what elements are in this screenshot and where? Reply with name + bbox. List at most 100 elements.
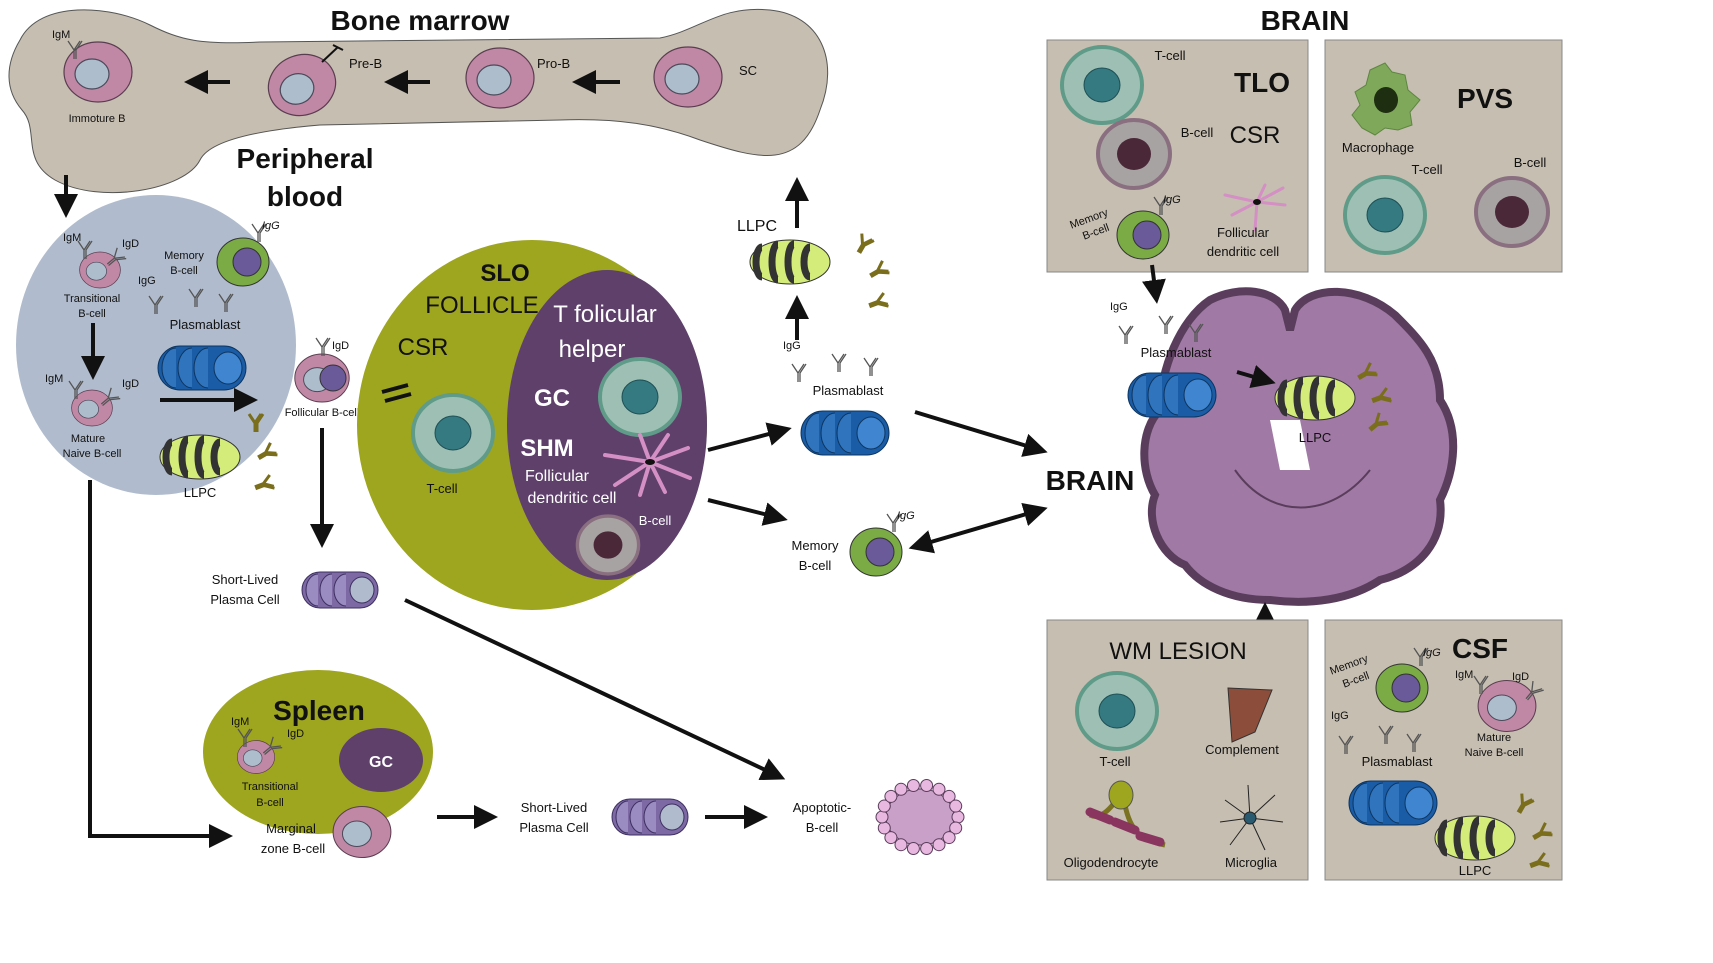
plasmablast-cell xyxy=(1127,372,1217,418)
microglia-label: Microglia xyxy=(1225,855,1278,870)
arrow xyxy=(707,498,788,526)
marginal-zone-b-cell xyxy=(332,805,392,859)
follicular-path: IgD Follicular B-cell Short-Lived Plasma… xyxy=(210,337,786,781)
llpc-label: LLPC xyxy=(184,485,217,500)
slo-csr-label: CSR xyxy=(398,334,449,361)
apoptotic-bleb xyxy=(949,799,963,813)
apoptotic-b-cell-icon xyxy=(875,778,965,856)
slo-title: SLO xyxy=(480,260,529,287)
plasmablast-label: Plasmablast xyxy=(170,317,241,332)
stem-cell xyxy=(653,46,723,108)
fdc-label-1: Follicular xyxy=(525,468,590,485)
antibody-icon xyxy=(865,259,891,284)
apoptotic-bleb xyxy=(906,778,920,792)
brain-llpc-label: LLPC xyxy=(1299,430,1332,445)
spleen-transitional-1: Transitional xyxy=(242,781,298,793)
follicle-label: FOLLICLE xyxy=(425,292,538,319)
tfh-cell xyxy=(598,357,682,437)
spleen-igd-label: IgD xyxy=(287,728,304,740)
llpc-cell xyxy=(160,435,240,479)
brain-title: BRAIN xyxy=(1261,5,1350,36)
mature-label-2: Naive B-cell xyxy=(63,448,122,460)
csf-igg2-label: IgG xyxy=(1331,710,1349,722)
b-cell xyxy=(1474,176,1550,248)
slo-t-cell xyxy=(411,393,495,473)
double-arrow xyxy=(908,502,1048,554)
apoptotic-bleb xyxy=(951,810,965,824)
apoptotic-bleb xyxy=(920,842,934,856)
apoptotic-bleb xyxy=(894,838,908,852)
memory-b-cell xyxy=(216,237,270,287)
memory-b-cell xyxy=(1116,210,1170,260)
short-lived-label-2: Plasma Cell xyxy=(519,820,588,835)
antibody-icon xyxy=(865,291,890,314)
apoptotic-bleb xyxy=(894,782,908,796)
fdc-label-2: dendritic cell xyxy=(528,490,617,507)
apoptotic-bleb xyxy=(906,842,920,856)
gc-label: GC xyxy=(534,385,570,412)
igm-label: IgM xyxy=(63,232,81,244)
middle-flow: Plasmablast IgG LLPC IgG Memory B-cell B… xyxy=(707,177,1134,577)
arrow xyxy=(707,422,792,452)
pvs-title: PVS xyxy=(1457,83,1513,114)
csf-plasmablast-label: Plasmablast xyxy=(1362,754,1433,769)
follicular-nucleus xyxy=(319,364,347,392)
pro-b-cell xyxy=(465,47,535,109)
igg-label: IgG xyxy=(138,275,156,287)
pvs-b-cell-label: B-cell xyxy=(1514,155,1547,170)
complement-icon xyxy=(1227,687,1273,743)
slo-t-cell-label: T-cell xyxy=(426,481,457,496)
antibody-icon xyxy=(851,232,876,258)
slo-follicle: SLO FOLLICLE CSR T folicular helper GC S… xyxy=(357,240,707,610)
t-cell xyxy=(1075,671,1159,751)
ventricle xyxy=(1270,420,1310,470)
brain-plasmablast-label: Plasmablast xyxy=(1141,345,1212,360)
csf-mature-2: Naive B-cell xyxy=(1465,747,1524,759)
t-cell xyxy=(1060,45,1144,125)
memory-label-1: Memory xyxy=(792,538,839,553)
memory-igg-label: IgG xyxy=(897,510,915,522)
follicular-dendritic-cell-icon xyxy=(603,433,692,497)
tlo-panel: TLO CSR T-cell B-cell IgG Memory B-cell … xyxy=(1046,39,1309,273)
bone-marrow-title: Bone marrow xyxy=(331,5,510,36)
spleen-title: Spleen xyxy=(273,695,365,726)
pre-b-receptor-icon xyxy=(321,44,344,63)
peripheral-blood: Peripheral blood IgM IgD Transitional B-… xyxy=(16,143,373,500)
apoptotic-bleb xyxy=(884,789,898,803)
memory-b-cell xyxy=(849,527,903,577)
igd-antibody-icon xyxy=(315,337,331,357)
transitional-label-1: Transitional xyxy=(64,293,120,305)
antibody-icon xyxy=(863,357,879,377)
complement-label: Complement xyxy=(1205,742,1279,757)
t-cell xyxy=(1343,175,1427,255)
gc-b-cell xyxy=(575,514,641,576)
wm-lesion-panel: WM LESION T-cell Complement Oligodendroc… xyxy=(1046,619,1309,881)
mature-naive-b-cell xyxy=(71,389,113,427)
mature-label-1: Mature xyxy=(71,433,105,445)
marginal-label-1: Marginal xyxy=(266,821,316,836)
apoptotic-bleb xyxy=(877,821,891,835)
oligodendrocyte-label: Oligodendrocyte xyxy=(1064,855,1159,870)
antibody-icon xyxy=(1118,325,1134,345)
tlo-t-cell-label: T-cell xyxy=(1154,48,1185,63)
apoptotic-bleb xyxy=(949,821,963,835)
memory-label-2: B-cell xyxy=(170,265,198,277)
arrow xyxy=(1236,365,1276,389)
arrow xyxy=(1142,264,1166,304)
csf-title: CSF xyxy=(1452,633,1508,664)
csr-marker-icon xyxy=(381,383,412,403)
arrow xyxy=(88,480,233,848)
apoptotic-label-2: B-cell xyxy=(806,820,839,835)
spleen-region xyxy=(203,670,433,834)
igm-label: IgM xyxy=(52,29,70,41)
antibody-icon xyxy=(791,363,807,383)
antibody-icon xyxy=(251,473,276,496)
csf-igm-label: IgM xyxy=(1455,669,1473,681)
wm-t-cell-label: T-cell xyxy=(1099,754,1130,769)
llpc-cell xyxy=(1435,816,1515,860)
tfh-region xyxy=(507,270,707,580)
tlo-fdc-1: Follicular xyxy=(1217,225,1270,240)
pvs-t-cell-label: T-cell xyxy=(1411,162,1442,177)
llpc-cell xyxy=(750,240,830,284)
apoptotic-bleb xyxy=(932,838,946,852)
